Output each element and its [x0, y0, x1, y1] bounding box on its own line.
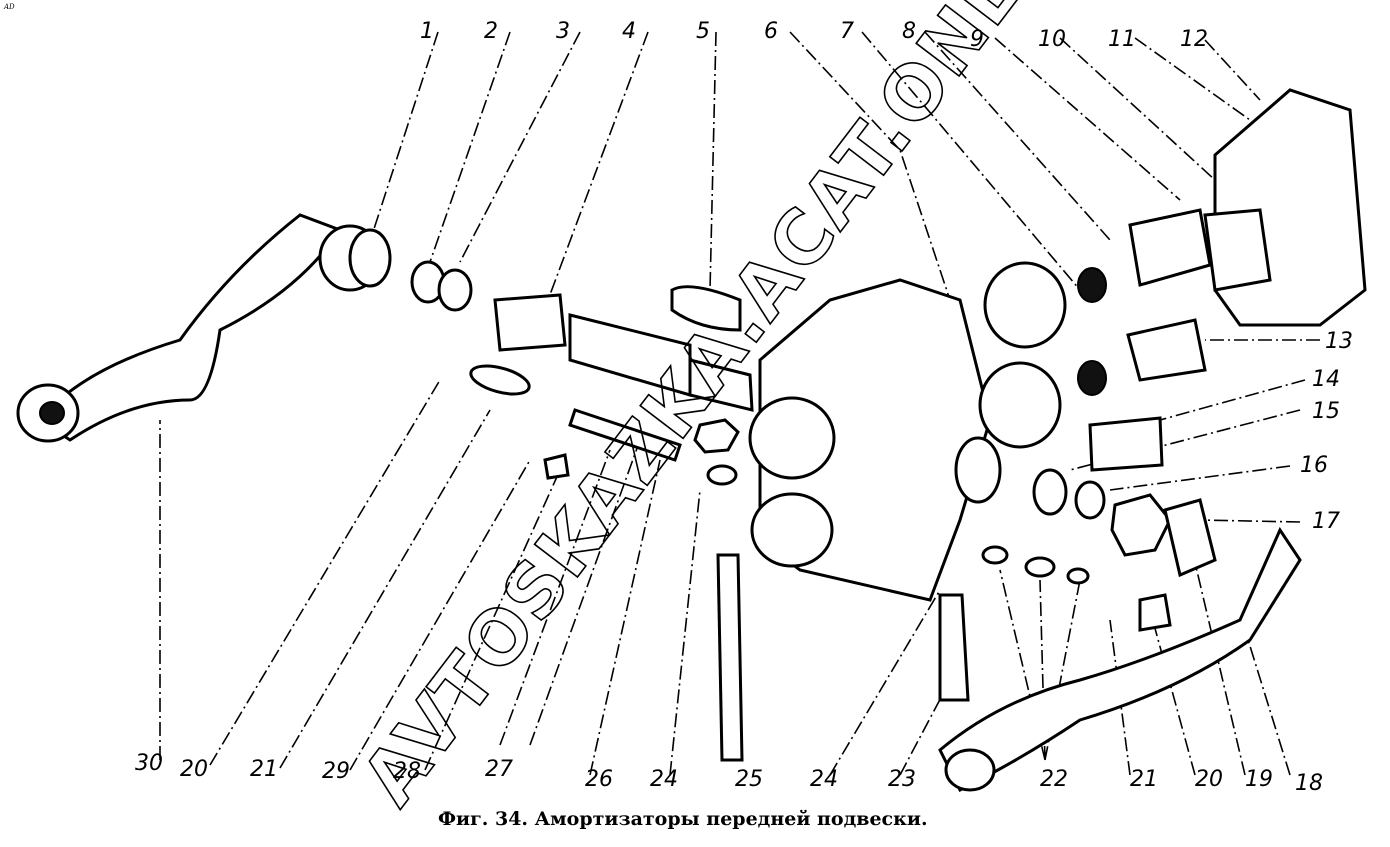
callout-label-16: 16: [1300, 453, 1328, 478]
callout-label-19: 19: [1245, 767, 1273, 792]
callout-label-9: 9: [970, 27, 984, 52]
bushing-4: [493, 293, 567, 352]
plug-20-right: [1138, 593, 1172, 632]
callout-label-21: 21: [250, 757, 278, 782]
screw-29: [543, 453, 570, 480]
callout-label-3: 3: [556, 19, 570, 44]
shock-absorber-body: [748, 278, 1002, 602]
callout-label-18: 18: [1295, 771, 1323, 796]
callout-label-10: 10: [1038, 27, 1066, 52]
callout-label-7: 7: [840, 19, 854, 44]
corner-mark: AD: [4, 3, 15, 11]
lever-right: [938, 526, 1302, 793]
callout-label-5: 5: [696, 19, 710, 44]
callout-label-14: 14: [1312, 367, 1340, 392]
callout-label-1: 1: [420, 19, 434, 44]
seal-15: [1032, 468, 1068, 516]
piston-9: [1128, 208, 1212, 287]
callout-label-17: 17: [1312, 509, 1340, 534]
washer-26: [706, 464, 738, 486]
bolt-23: [938, 593, 970, 702]
callout-label-27: 27: [485, 757, 513, 782]
bushing-5: [670, 285, 742, 332]
springs: [978, 261, 1107, 449]
callout-label-24: 24: [650, 767, 678, 792]
callout-label-23: 23: [888, 767, 916, 792]
callout-label-15: 15: [1312, 399, 1340, 424]
callout-label-29: 29: [322, 759, 350, 784]
plug-20: [469, 364, 531, 396]
cam-10: [1203, 208, 1272, 292]
callout-label-21: 21: [1130, 767, 1158, 792]
callout-label-6: 6: [764, 19, 778, 44]
callout-label-24: 24: [810, 767, 838, 792]
callout-label-2: 2: [484, 19, 498, 44]
callout-label-4: 4: [622, 19, 636, 44]
callout-label-13: 13: [1325, 329, 1353, 354]
pin-14: [1088, 416, 1164, 472]
callout-label-26: 26: [585, 767, 613, 792]
piston-13: [1126, 318, 1207, 382]
small-parts-22: [981, 545, 1090, 585]
callout-label-28: 28: [393, 759, 421, 784]
valve-28: [568, 408, 682, 462]
callout-label-25: 25: [735, 767, 763, 792]
figure-caption: Фиг. 34. Амортизаторы передней подвески.: [438, 808, 928, 830]
callout-label-12: 12: [1180, 27, 1208, 52]
callout-label-8: 8: [902, 19, 916, 44]
callout-label-20: 20: [180, 757, 208, 782]
callout-label-20: 20: [1195, 767, 1223, 792]
callout-label-30: 30: [135, 751, 163, 776]
lock-plate-19: [1163, 498, 1217, 578]
lever-left: [16, 213, 343, 443]
shaft-splined-end: [688, 358, 754, 412]
bolt-25: [716, 553, 744, 762]
cover-gasket-12: [1213, 88, 1367, 327]
nut-24: [693, 418, 740, 454]
nut-1: [318, 224, 392, 292]
callout-label-11: 11: [1108, 27, 1136, 52]
callout-label-22: 22: [1040, 767, 1068, 792]
ring-3: [437, 268, 473, 312]
washer-16: [1074, 480, 1106, 520]
nut-17: [1110, 493, 1172, 557]
